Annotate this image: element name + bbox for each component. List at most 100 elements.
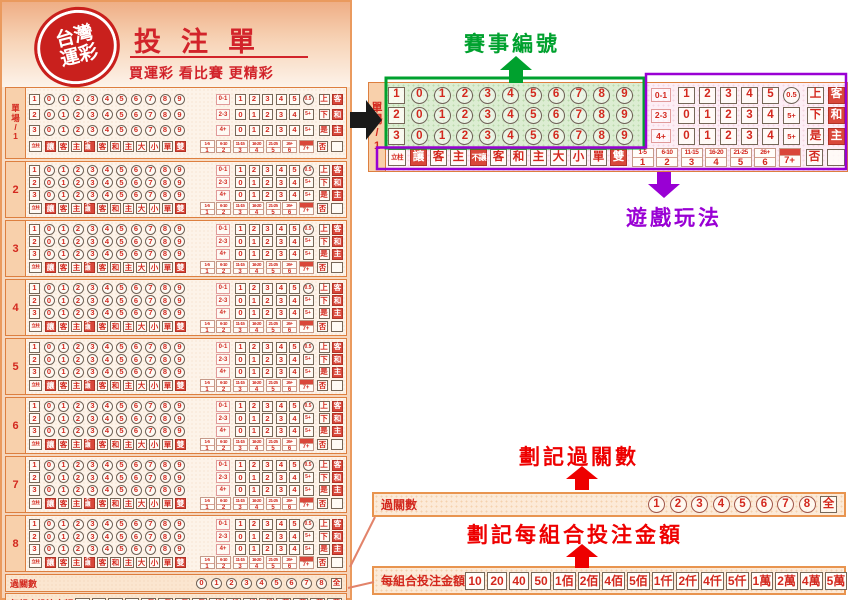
play-cell[interactable]: 主 — [71, 140, 82, 152]
pass-count-circle[interactable]: 3 — [691, 496, 708, 513]
pass-count-circle[interactable]: 6 — [286, 577, 297, 589]
digit-circle[interactable]: 7 — [145, 413, 156, 424]
flag-box[interactable]: 下 — [318, 295, 330, 306]
play-cell[interactable]: 客 — [97, 202, 108, 214]
no-box[interactable]: 否 — [317, 202, 328, 214]
flag-box[interactable]: 是 — [318, 543, 330, 555]
option-box[interactable]: 1 — [248, 248, 260, 260]
option-box[interactable]: 3 — [275, 413, 287, 424]
range-box[interactable]: 26+6 — [282, 140, 297, 153]
option-box[interactable]: 3 — [275, 425, 287, 437]
digit-circle[interactable]: 0 — [43, 366, 55, 378]
digit-circle[interactable]: 0 — [43, 236, 55, 247]
play-cell[interactable]: 單 — [162, 556, 173, 568]
option-box[interactable]: 1 — [699, 127, 716, 145]
option-box[interactable]: 4 — [275, 400, 287, 412]
digit-circle[interactable]: 0 — [43, 531, 55, 542]
digit-circle[interactable]: 8 — [159, 413, 171, 424]
digit-circle[interactable]: 9 — [174, 223, 185, 235]
digit-circle[interactable]: 7 — [145, 484, 156, 496]
digit-circle[interactable]: 8 — [159, 93, 171, 105]
digit-circle[interactable]: 2 — [72, 282, 84, 294]
digit-circle[interactable]: 0 — [43, 177, 55, 188]
digit-circle[interactable]: 1 — [58, 236, 69, 247]
digit-circle[interactable]: 6 — [130, 248, 142, 260]
range-box[interactable]: 7+ — [298, 497, 314, 510]
option-box[interactable]: 1 — [248, 531, 260, 542]
option-box[interactable]: 2 — [262, 177, 273, 188]
digit-circle[interactable]: 5 — [116, 177, 127, 188]
flag-box[interactable]: 下 — [318, 236, 330, 247]
digit-circle[interactable]: 3 — [479, 107, 497, 125]
extra-option[interactable]: 5+ — [302, 109, 314, 120]
option-box[interactable]: 4 — [289, 472, 300, 483]
digit-circle[interactable]: 6 — [130, 400, 142, 412]
digit-circle[interactable]: 5 — [116, 413, 127, 424]
digit-circle[interactable]: 2 — [72, 177, 84, 188]
digit-circle[interactable]: 0 — [43, 93, 55, 105]
digit-circle[interactable]: 4 — [101, 354, 113, 365]
range-box[interactable]: 26+6 — [282, 320, 297, 333]
digit-circle[interactable]: 1 — [58, 413, 69, 424]
option-box[interactable]: 0 — [235, 248, 246, 260]
play-cell[interactable]: 主 — [123, 202, 134, 214]
digit-circle[interactable]: 6 — [130, 425, 142, 437]
digit-circle[interactable]: 5 — [116, 518, 127, 530]
digit-circle[interactable]: 0 — [43, 472, 55, 483]
digit-circle[interactable]: 8 — [593, 86, 611, 104]
flag-box[interactable]: 上 — [318, 282, 330, 294]
play-cell[interactable]: 單 — [162, 497, 173, 509]
digit-circle[interactable]: 8 — [159, 177, 171, 188]
digit-circle[interactable]: 7 — [145, 282, 156, 294]
digit-circle[interactable]: 3 — [87, 223, 98, 235]
digit-circle[interactable]: 8 — [159, 282, 171, 294]
play-cell[interactable]: 和 — [110, 261, 121, 273]
extra-option[interactable]: 5+ — [302, 425, 314, 437]
digit-circle[interactable]: 0 — [43, 425, 55, 437]
option-box[interactable]: 1 — [235, 400, 246, 412]
flag-box[interactable]: 上 — [318, 341, 330, 353]
flag-box[interactable]: 是 — [318, 307, 330, 319]
play-cell[interactable]: 和 — [110, 438, 121, 450]
digit-circle[interactable]: 7 — [145, 109, 156, 120]
flag-box[interactable]: 是 — [807, 127, 824, 145]
pass-count-circle[interactable]: 8 — [316, 577, 327, 589]
option-box[interactable]: 0 — [235, 484, 246, 496]
option-box[interactable]: 1 — [235, 459, 246, 471]
digit-circle[interactable]: 9 — [174, 177, 185, 188]
option-box[interactable]: 5 — [289, 164, 300, 176]
option-box[interactable]: 4 — [289, 124, 300, 136]
digit-circle[interactable]: 7 — [145, 366, 156, 378]
digit-circle[interactable]: 0 — [43, 307, 55, 319]
digit-circle[interactable]: 3 — [87, 413, 98, 424]
range-box[interactable]: 26+6 — [282, 438, 297, 451]
digit-circle[interactable]: 6 — [547, 127, 565, 145]
play-cell[interactable]: 單 — [162, 202, 173, 214]
digit-circle[interactable]: 4 — [101, 124, 113, 136]
digit-circle[interactable]: 4 — [101, 413, 113, 424]
play-cell[interactable]: 單 — [162, 140, 173, 152]
digit-circle[interactable]: 2 — [72, 400, 84, 412]
play-cell[interactable]: 主 — [71, 379, 82, 391]
digit-circle[interactable]: 5 — [116, 248, 127, 260]
digit-circle[interactable]: 0 — [43, 109, 55, 120]
empty-box[interactable] — [331, 379, 343, 391]
extra-option[interactable]: 5+ — [302, 295, 314, 306]
digit-circle[interactable]: 6 — [130, 164, 142, 176]
option-box[interactable]: 3 — [275, 354, 287, 365]
digit-circle[interactable]: 9 — [174, 413, 185, 424]
digit-circle[interactable]: 7 — [570, 127, 588, 145]
option-box[interactable]: 2 — [248, 93, 260, 105]
digit-circle[interactable]: 3 — [87, 189, 98, 201]
digit-circle[interactable]: 6 — [130, 354, 142, 365]
option-box[interactable]: 3 — [275, 543, 287, 555]
digit-circle[interactable]: 0 — [43, 223, 55, 235]
